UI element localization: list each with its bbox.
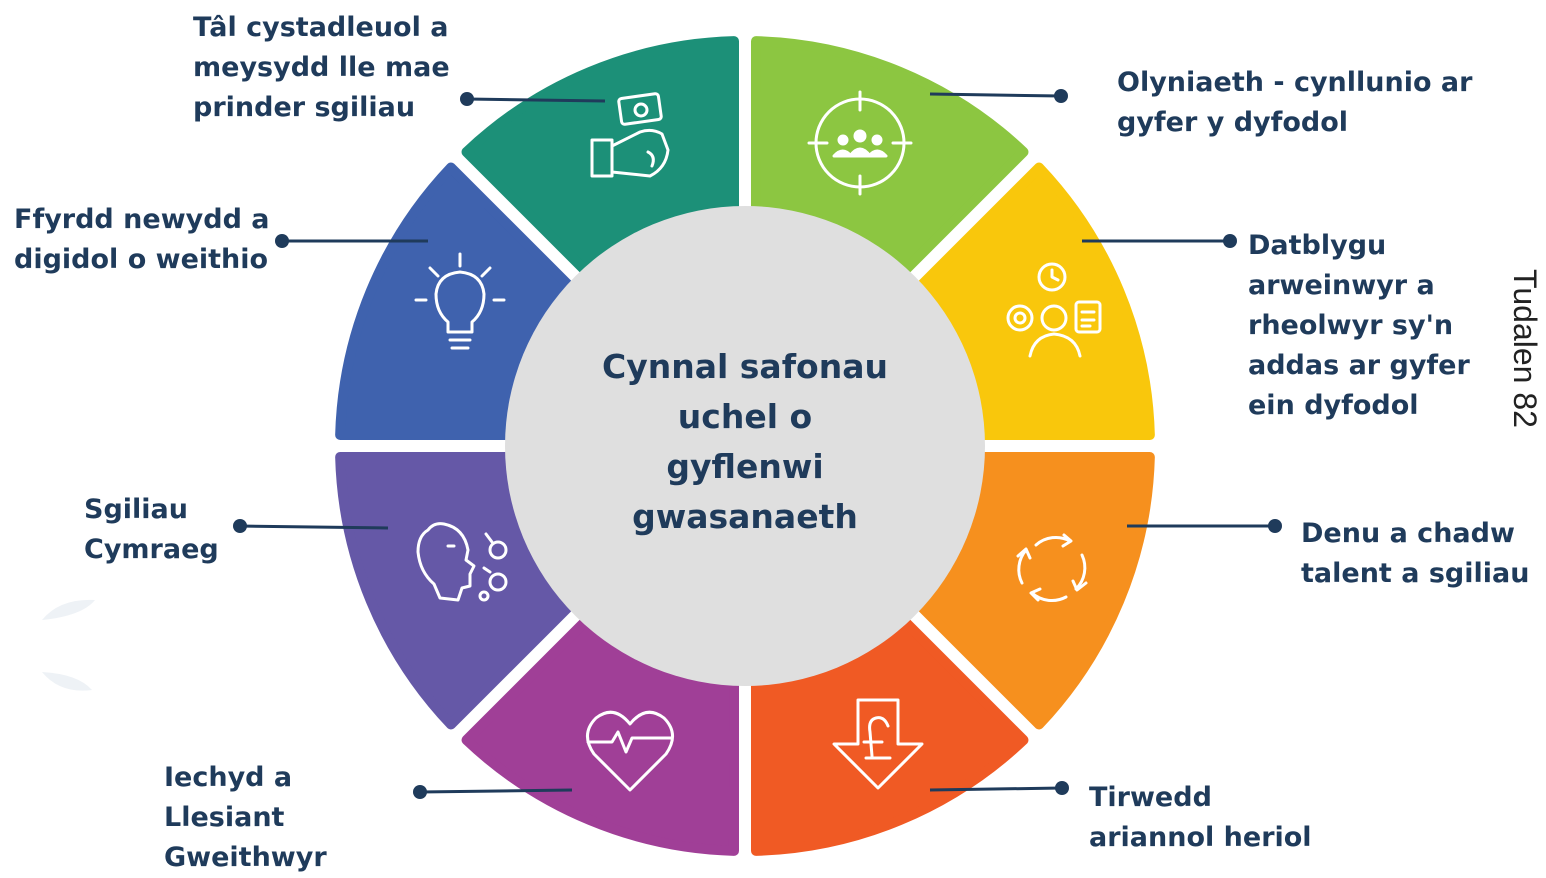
team-target-icon	[807, 90, 913, 196]
lightbulb-icon	[414, 252, 506, 350]
connector-dot-welsh	[233, 519, 247, 533]
decor-leaf	[42, 599, 95, 620]
manager-skills-icon	[1006, 262, 1102, 358]
connector-dot-succession	[1054, 89, 1068, 103]
decor-leaf	[42, 672, 92, 691]
page-number: Tudalen 82	[1507, 269, 1543, 428]
connector-dot-talent	[1268, 519, 1282, 533]
connector-line-succession	[929, 92, 1062, 98]
connector-line-wellbeing	[419, 788, 573, 794]
connector-line-pay	[466, 97, 606, 103]
cash-in-hand-icon	[590, 92, 670, 178]
connector-line-welsh	[239, 524, 389, 530]
heart-pulse-icon	[586, 710, 674, 792]
speaking-head-icon	[416, 522, 508, 602]
connector-line-financial	[929, 786, 1063, 792]
connector-dot-pay	[460, 92, 474, 106]
center-circle	[505, 206, 985, 686]
cycle-arrows-icon	[1016, 533, 1088, 603]
connector-dot-digital	[275, 234, 289, 248]
connector-dot-wellbeing	[413, 785, 427, 799]
connector-dot-leaders	[1223, 234, 1237, 248]
pound-down-arrow-icon	[832, 698, 924, 790]
connector-dot-financial	[1055, 781, 1069, 795]
